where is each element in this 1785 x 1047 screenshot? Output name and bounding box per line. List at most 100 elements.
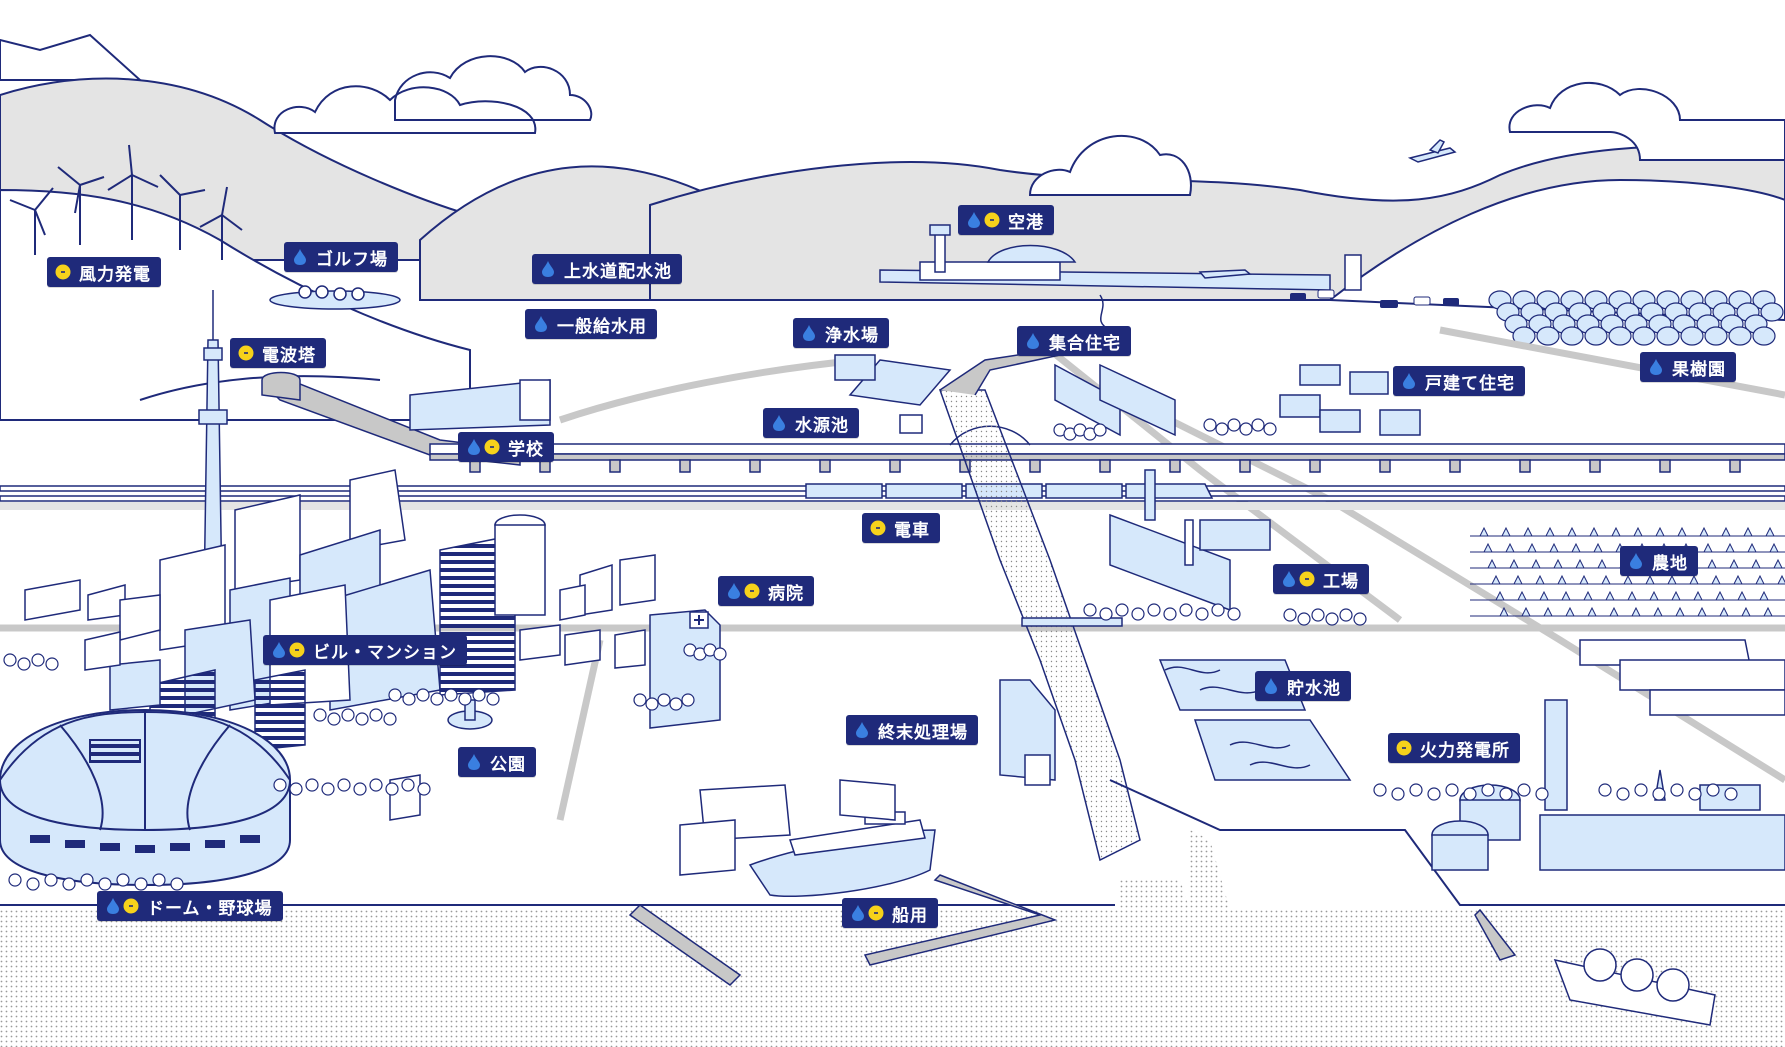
electricity-circle-icon [870, 519, 886, 537]
water-drop-icon [850, 904, 866, 922]
hospital [649, 609, 721, 729]
label-text: 電波塔 [262, 345, 316, 366]
radio-tower [198, 290, 228, 601]
label-text: ビル・マンション [313, 642, 457, 663]
label-apartment-complex: 集合住宅 [1017, 326, 1131, 356]
label-text: 学校 [508, 439, 544, 460]
label-text: 農地 [1652, 553, 1688, 574]
label-text: 水源池 [795, 415, 849, 436]
label-water-source-pond: 水源池 [763, 408, 859, 438]
label-detached-house: 戸建て住宅 [1393, 366, 1525, 396]
livestock [1290, 289, 1459, 308]
label-factory: 工場 [1273, 564, 1369, 594]
water-drop-icon [1628, 552, 1644, 570]
electricity-circle-icon [1299, 570, 1315, 588]
label-text: 空港 [1008, 212, 1044, 233]
label-text: ドーム・野球場 [147, 898, 273, 919]
label-text: 一般給水用 [557, 316, 647, 337]
apartment-buildings [1054, 363, 1176, 437]
water-drop-icon [1401, 372, 1417, 390]
harbour-buildings [389, 774, 896, 876]
label-park: 公園 [458, 747, 536, 777]
water-drop-icon [105, 897, 121, 915]
factory [1109, 469, 1271, 612]
label-text: 終末処理場 [878, 722, 968, 743]
water-drop-icon [1025, 332, 1041, 350]
electricity-circle-icon [484, 438, 500, 456]
lng-tanker [1553, 948, 1716, 1026]
warehouses [1579, 639, 1785, 716]
water-drop-icon [854, 721, 870, 739]
purification-plant [834, 354, 952, 434]
airplane-icon [1407, 139, 1457, 163]
water-drop-icon [466, 753, 482, 771]
piers [628, 874, 1517, 986]
label-text: 風力発電 [79, 264, 151, 285]
label-school: 学校 [458, 432, 554, 462]
label-text: 病院 [768, 583, 804, 604]
label-train: 電車 [862, 513, 940, 543]
mountains [0, 33, 1785, 421]
label-orchard: 果樹園 [1640, 352, 1736, 382]
water-drop-icon [533, 315, 549, 333]
label-thermal-power: 火力発電所 [1388, 733, 1520, 763]
label-dome-stadium: ドーム・野球場 [97, 891, 283, 921]
label-airport: 空港 [958, 205, 1054, 235]
trees [3, 418, 1738, 891]
label-text: 集合住宅 [1049, 333, 1121, 354]
electricity-circle-icon [123, 897, 139, 915]
water-drop-icon [1263, 677, 1279, 695]
orchard-trees [1488, 290, 1784, 346]
label-text: 火力発電所 [1420, 740, 1510, 761]
electricity-circle-icon [289, 641, 305, 659]
water-drop-icon [292, 248, 308, 266]
detached-houses [1279, 364, 1421, 436]
label-water-distribution-reservoir: 上水道配水池 [532, 254, 682, 284]
city-buildings [24, 469, 656, 751]
label-hospital: 病院 [718, 576, 814, 606]
label-general-water-supply: 一般給水用 [525, 309, 657, 339]
label-wind-power: 風力発電 [47, 257, 161, 287]
water-drop-icon [801, 324, 817, 342]
label-storage-reservoir: 貯水池 [1255, 671, 1351, 701]
dome-stadium [0, 708, 291, 887]
clouds [273, 55, 1785, 196]
park-fountain [447, 699, 493, 730]
label-text: 船用 [892, 905, 928, 926]
electricity-circle-icon [238, 344, 254, 362]
water-drop-icon [466, 438, 482, 456]
label-text: 電車 [894, 520, 930, 541]
label-text: 浄水場 [825, 325, 879, 346]
water-drop-icon [966, 211, 982, 229]
label-text: 貯水池 [1287, 678, 1341, 699]
sewage-plant [999, 679, 1056, 786]
golf-course [269, 285, 401, 310]
label-purification-plant: 浄水場 [793, 318, 889, 348]
water-drop-icon [771, 414, 787, 432]
water-drop-icon [540, 260, 556, 278]
label-radio-tower: 電波塔 [230, 338, 326, 368]
wind-turbines [9, 144, 243, 260]
label-text: 公園 [490, 754, 526, 775]
label-text: 上水道配水池 [564, 261, 672, 282]
school [409, 379, 551, 431]
water-drop-icon [726, 582, 742, 600]
label-sewage-plant: 終末処理場 [846, 715, 978, 745]
label-ship: 船用 [842, 898, 938, 928]
water-drop-icon [1648, 358, 1664, 376]
electricity-circle-icon [868, 904, 884, 922]
label-text: 戸建て住宅 [1425, 373, 1515, 394]
river [938, 349, 1141, 862]
label-text: 果樹園 [1672, 359, 1726, 380]
cruise-ship [748, 811, 936, 898]
electricity-circle-icon [744, 582, 760, 600]
electricity-circle-icon [55, 263, 71, 281]
elevated-highway [429, 425, 1785, 473]
electricity-circle-icon [984, 211, 1000, 229]
label-golf-course: ゴルフ場 [284, 242, 398, 272]
label-farmland: 農地 [1620, 546, 1698, 576]
label-text: ゴルフ場 [316, 249, 388, 270]
water-drop-icon [1281, 570, 1297, 588]
water-drop-icon [271, 641, 287, 659]
